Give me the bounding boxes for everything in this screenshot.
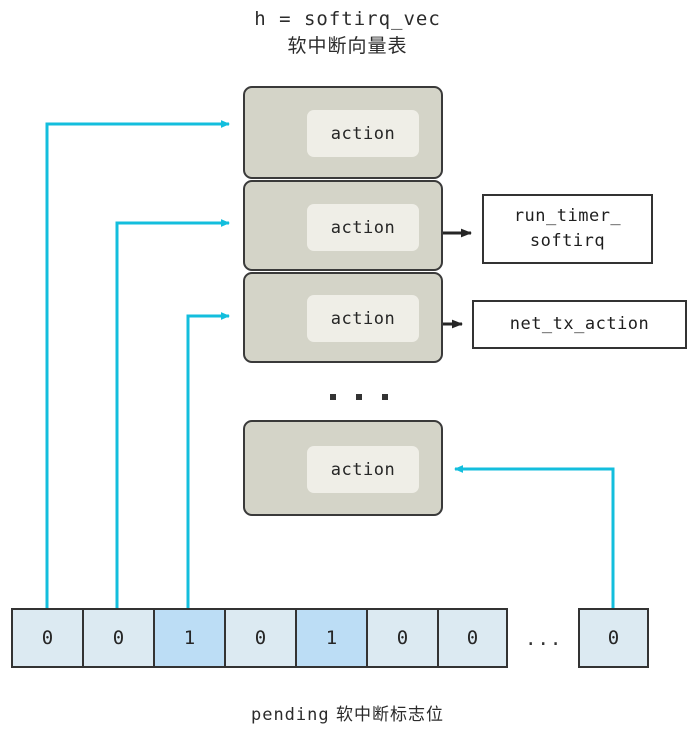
pending-array-caption: pending 软中断标志位 [0, 700, 695, 725]
ellipsis-dot [356, 394, 362, 400]
title-line-2: 软中断向量表 [287, 35, 408, 57]
handler-box-run-timer-softirq[interactable]: run_timer_ softirq [482, 194, 653, 264]
action-label-0: action [307, 110, 419, 157]
vector-entry-2[interactable]: action [243, 272, 443, 363]
link-bit2-to-entry2 [186, 312, 230, 608]
pending-bit-cell[interactable]: 0 [437, 608, 508, 668]
diagram-title: h = softirq_vec 软中断向量表 [0, 6, 695, 60]
link-bit0-to-entry0 [45, 120, 230, 608]
caption-mono-text: pending [250, 705, 330, 725]
ellipsis-dot [382, 394, 388, 400]
action-label-3: action [307, 446, 419, 493]
pending-bit-cell[interactable]: 1 [153, 608, 224, 668]
pending-bit-cell[interactable]: 0 [82, 608, 153, 668]
vector-entry-0[interactable]: action [243, 86, 443, 179]
pending-bit-cell-tail[interactable]: 0 [578, 608, 649, 668]
vector-entry-1[interactable]: action [243, 180, 443, 271]
pending-bit-cell[interactable]: 0 [366, 608, 437, 668]
vector-entry-3[interactable]: action [243, 420, 443, 516]
pending-bit-array: 0 0 1 0 1 0 0 [11, 608, 508, 668]
ellipsis-dot [330, 394, 336, 400]
title-line-1: h = softirq_vec [254, 8, 441, 30]
link-bit1-to-entry1 [115, 219, 230, 608]
action-label-2: action [307, 295, 419, 342]
vector-table-ellipsis [330, 394, 388, 400]
pending-bit-cell[interactable]: 1 [295, 608, 366, 668]
handler-box-net-tx-action[interactable]: net_tx_action [472, 300, 687, 349]
pending-array-gap-ellipsis: ... [525, 628, 563, 650]
caption-cjk-text: 软中断标志位 [329, 705, 445, 725]
pending-bit-cell[interactable]: 0 [11, 608, 82, 668]
pending-bit-cell[interactable]: 0 [224, 608, 295, 668]
link-tailbit-to-entry3 [454, 465, 615, 608]
action-label-1: action [307, 204, 419, 251]
